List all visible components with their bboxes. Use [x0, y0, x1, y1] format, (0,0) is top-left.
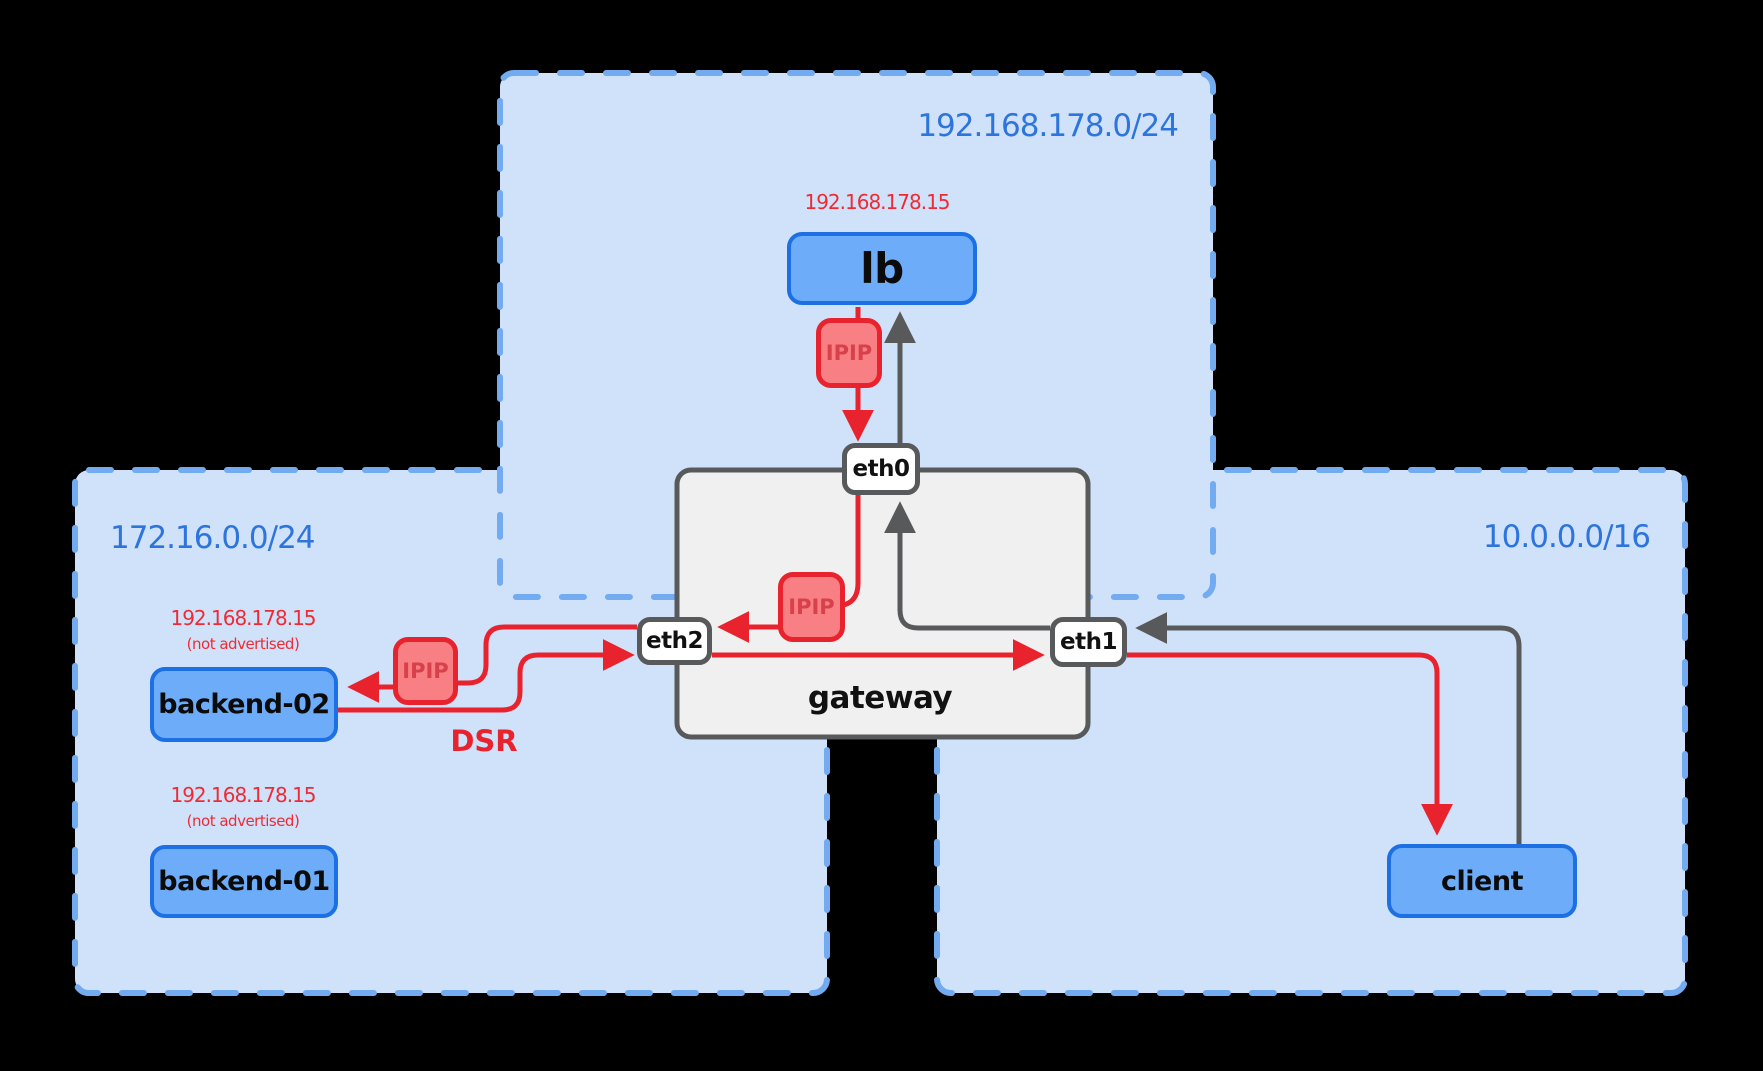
- node-backend-01-label: backend-01: [158, 866, 330, 897]
- flow-red-dsr-eth1-to-client: [1127, 652, 1454, 836]
- subnet-label-home: 192.168.178.0/24: [917, 108, 1179, 144]
- ipip-tunnel-gateway: IPIP: [778, 572, 845, 642]
- ipip-tunnel-backend-label: IPIP: [402, 659, 449, 683]
- flow-red-eth2-to-ipip-left: [456, 624, 637, 686]
- dsr-label: DSR: [450, 724, 518, 758]
- port-eth1-label: eth1: [1060, 629, 1117, 655]
- vip-note-backend02: (not advertised): [186, 635, 300, 653]
- vip-annotation-backend01: 192.168.178.15 (not advertised): [118, 783, 368, 830]
- flow-gray-client-to-eth1: [1135, 611, 1522, 844]
- node-backend-02-label: backend-02: [158, 689, 330, 720]
- port-eth2-label: eth2: [646, 628, 703, 654]
- subnet-label-backends: 172.16.0.0/24: [110, 520, 316, 556]
- vip-label-backend02: 192.168.178.15: [170, 606, 316, 630]
- node-client-label: client: [1441, 865, 1523, 897]
- node-lb: lb: [787, 232, 977, 305]
- port-eth2: eth2: [637, 617, 712, 665]
- gateway-label: gateway: [807, 680, 953, 716]
- vip-annotation-backend02: 192.168.178.15 (not advertised): [118, 606, 368, 653]
- vip-label-backend01: 192.168.178.15: [170, 783, 316, 807]
- node-backend-01: backend-01: [150, 845, 338, 918]
- vip-note-backend01: (not advertised): [186, 812, 300, 830]
- ipip-tunnel-lb-label: IPIP: [825, 341, 873, 365]
- ipip-tunnel-lb: IPIP: [816, 318, 882, 388]
- port-eth0: eth0: [842, 443, 920, 495]
- subnet-label-clients: 10.0.0.0/16: [1482, 519, 1651, 555]
- flow-gray-eth1-to-eth0: [883, 501, 1050, 631]
- vip-label-lb: 192.168.178.15: [804, 190, 950, 214]
- node-lb-label: lb: [860, 244, 904, 293]
- flow-red-dsr-backend02-to-eth2: [338, 638, 635, 713]
- port-eth0-label: eth0: [852, 456, 910, 482]
- port-eth1: eth1: [1050, 617, 1127, 667]
- node-client: client: [1387, 844, 1577, 918]
- ipip-tunnel-gateway-label: IPIP: [788, 595, 835, 619]
- node-backend-02: backend-02: [150, 667, 338, 742]
- ipip-tunnel-backend: IPIP: [393, 637, 458, 705]
